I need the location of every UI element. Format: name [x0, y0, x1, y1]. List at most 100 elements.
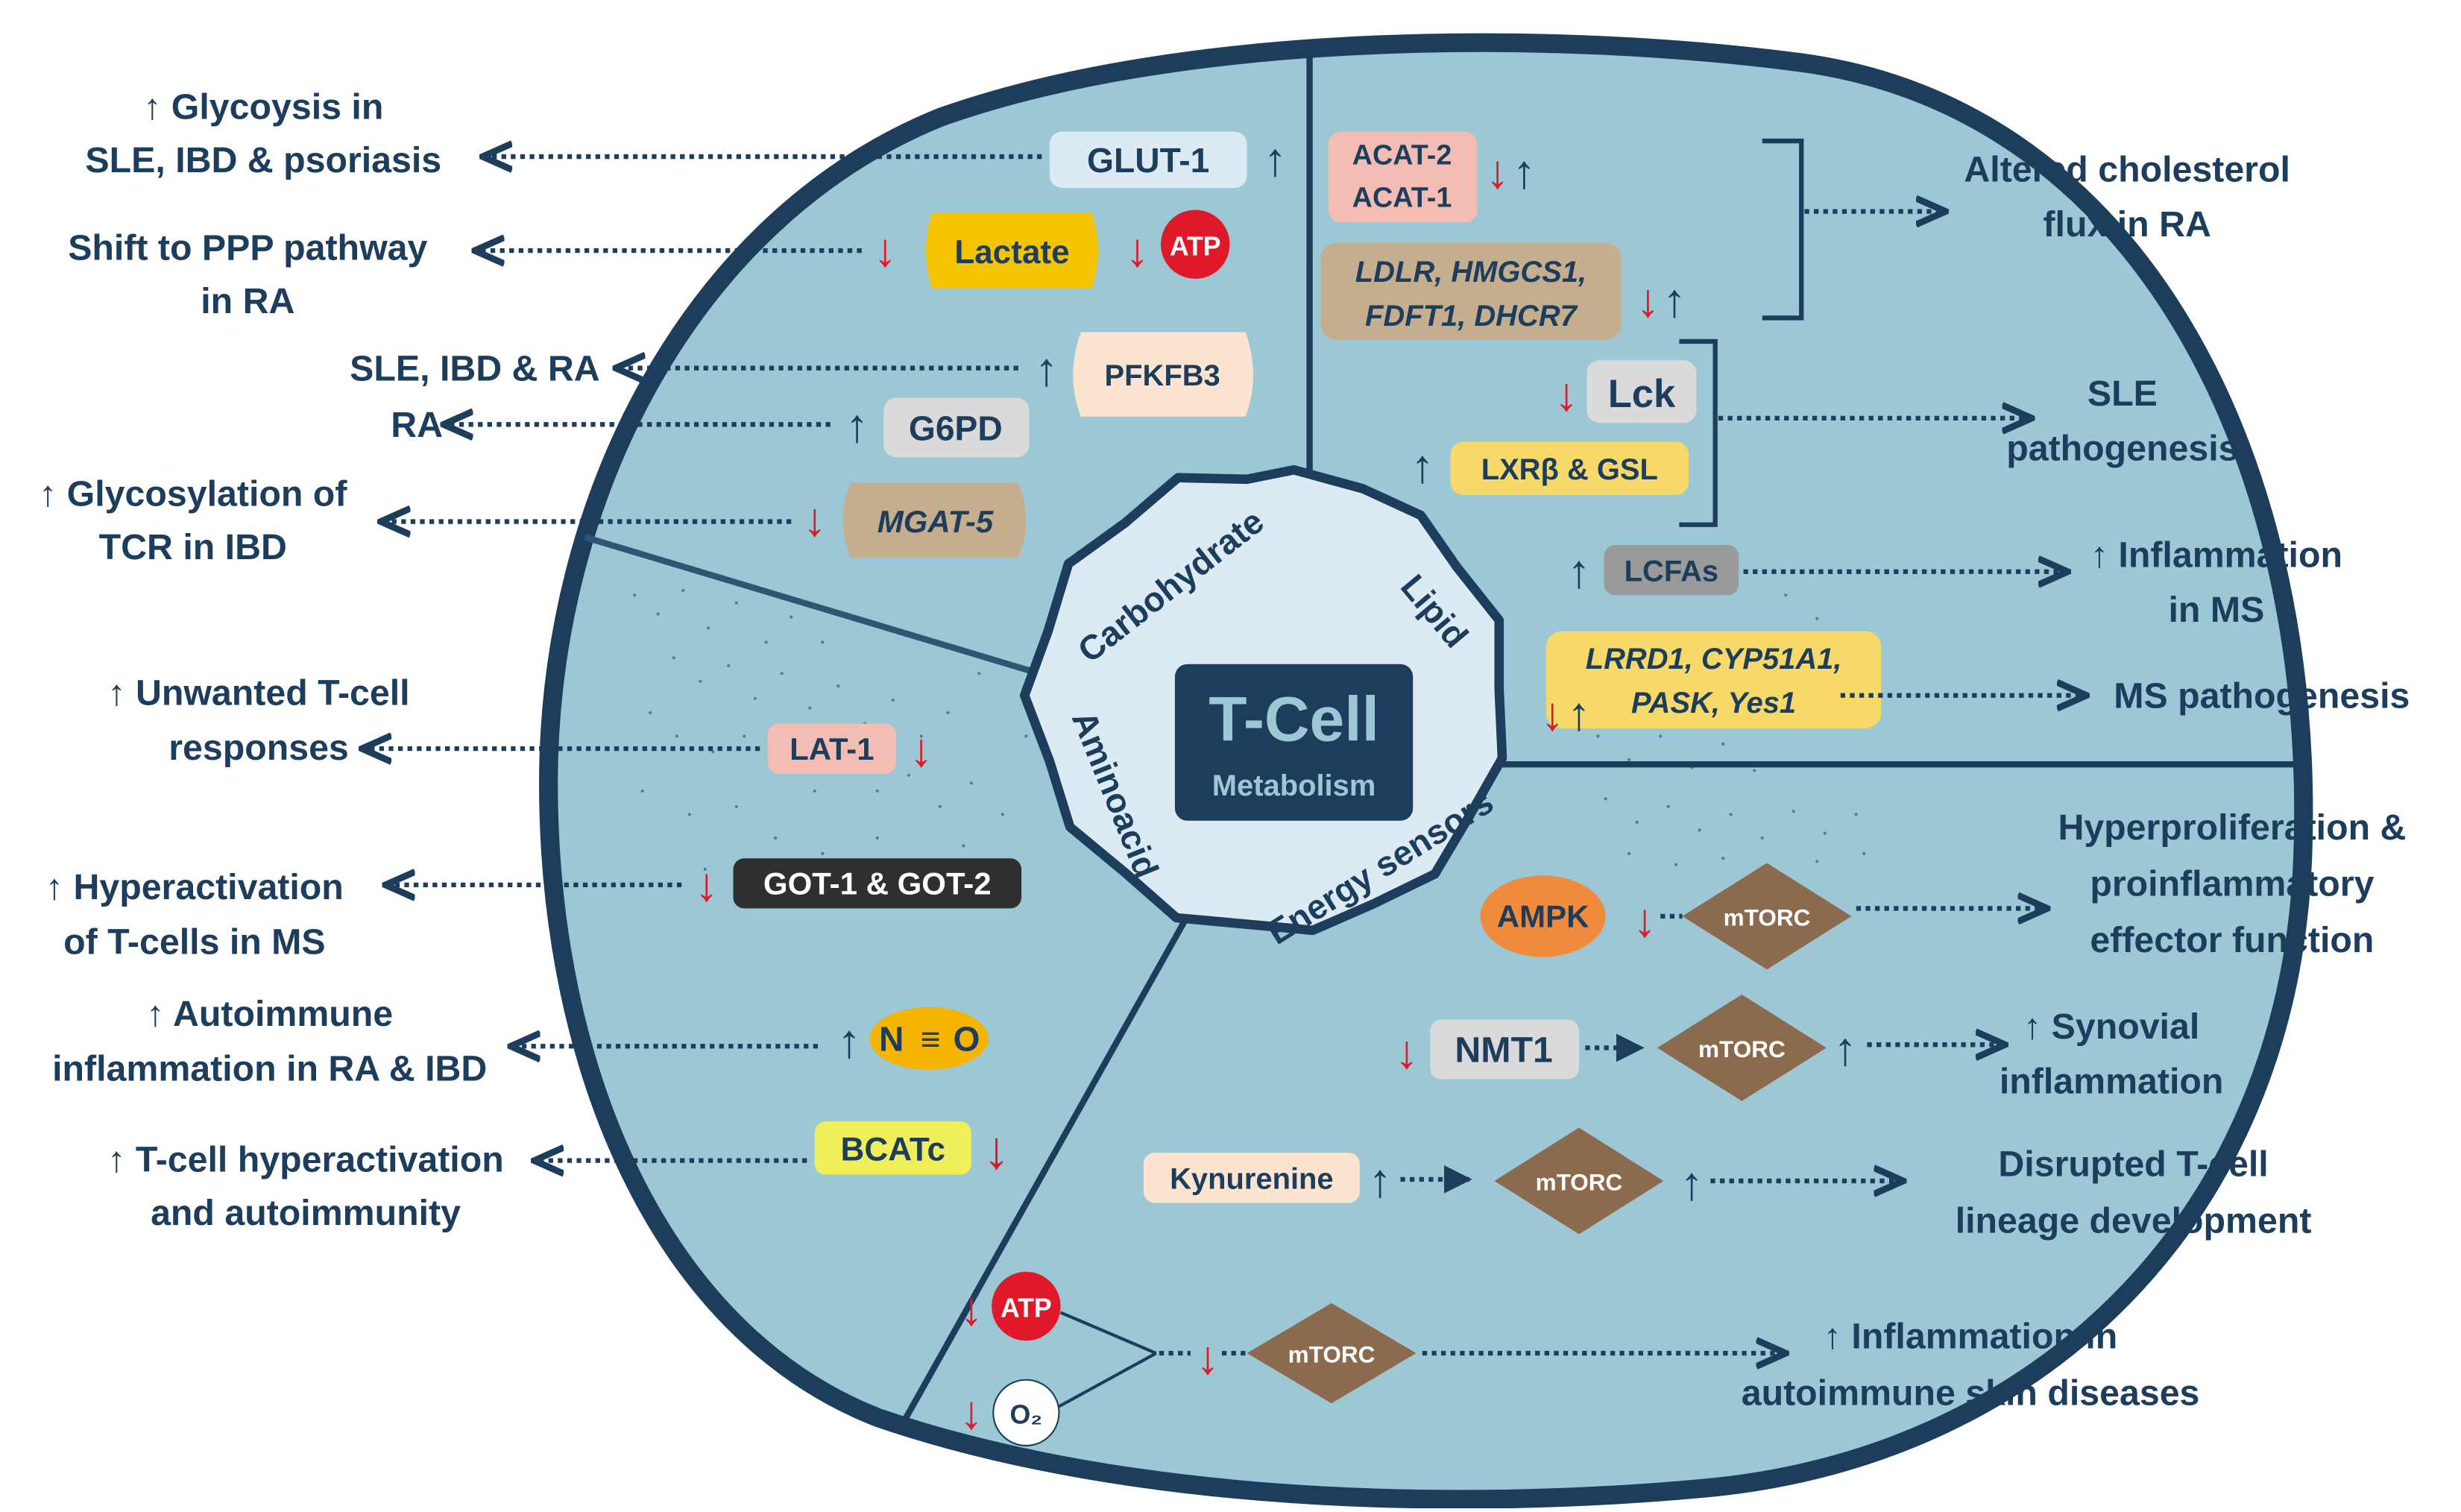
got-node [733, 858, 1022, 909]
mtorc-label-4: mTORC [1288, 1341, 1376, 1368]
mtorc4-down-arrow: ↓ [1196, 1332, 1220, 1384]
acat-up-arrow: ↑ [1513, 146, 1537, 198]
outcome-tcell-hyper-2: and autoimmunity [151, 1193, 461, 1233]
outcome-glycolysis-2: SLE, IBD & psoriasis [85, 140, 441, 180]
bracket-cholesterol [1762, 138, 1804, 321]
ldlr-node [1320, 242, 1622, 340]
acat-node [1328, 131, 1478, 223]
ampk-node [1480, 875, 1606, 957]
outcome-sle-path-1: SLE [2087, 374, 2158, 414]
outcome-glycosylation-1: ↑ Glycosylation of [39, 474, 347, 514]
lck-down-arrow: ↓ [1554, 368, 1578, 420]
outcome-inflammation-ms-1: ↑ Inflammation [2090, 535, 2342, 575]
o2-label: O₂ [1010, 1400, 1043, 1430]
mtorc-label-3: mTORC [1536, 1169, 1623, 1196]
lck-label: Lck [1608, 372, 1676, 416]
kynurenine-up-arrow: ↑ [1368, 1155, 1392, 1207]
outcome-ra: RA [391, 405, 443, 445]
bracket-sle [1679, 338, 1718, 527]
right-outcomes: Altered cholesterol flux in RA SLE patho… [1742, 150, 2410, 1414]
outcome-lineage-1: Disrupted T-cell [1998, 1144, 2268, 1185]
lat1-node [767, 723, 896, 774]
lxrb-label: LXRβ & GSL [1481, 453, 1658, 486]
pfkfb3-label: PFKFB3 [1105, 359, 1220, 392]
atp-node-top [1161, 210, 1230, 279]
outcome-cholesterol-1: Altered cholesterol [1964, 150, 2290, 190]
ampk-label: AMPK [1497, 899, 1589, 934]
lcfas-up-arrow: ↑ [1567, 546, 1591, 598]
lrrd1-up-arrow: ↑ [1567, 688, 1591, 740]
g6pd-node [883, 397, 1030, 458]
acat2-label: ACAT-2 [1352, 140, 1452, 171]
mgat5-node [842, 482, 1027, 558]
no-bond-label: ≡ [921, 1020, 941, 1059]
outcome-skin-2: autoimmune skin diseases [1742, 1373, 2200, 1413]
outcome-skin-1: ↑ Inflammation in [1824, 1317, 2117, 1357]
bcatc-label: BCATc [841, 1132, 946, 1168]
ldlr-line2: FDFT1, DHCR7 [1365, 300, 1578, 333]
lck-node [1586, 360, 1697, 423]
got-down-arrow: ↓ [695, 859, 719, 911]
no-right-label: O [954, 1020, 980, 1059]
g6pd-up-arrow: ↑ [845, 400, 869, 452]
mtorc3-up-arrow: ↑ [1680, 1158, 1704, 1210]
outcome-sle-path-2: pathogenesis [2006, 429, 2238, 469]
speckle-texture-left [633, 588, 1028, 903]
o2-node [992, 1379, 1060, 1447]
right-arrows [1422, 212, 2084, 1353]
lxrb-node [1450, 441, 1689, 495]
lactate-label: Lactate [954, 234, 1069, 271]
lrrd1-node [1545, 631, 1882, 728]
outcome-autoimmune-2: inflammation in RA & IBD [52, 1049, 487, 1089]
acat-down-arrow: ↓ [1486, 146, 1510, 198]
outcome-ppp-2: in RA [201, 281, 294, 321]
pfkfb3-up-arrow: ↑ [1035, 344, 1059, 396]
mtorc-diamond-4 [1247, 1302, 1417, 1404]
glut1-label: GLUT-1 [1087, 141, 1209, 180]
no-up-arrow: ↑ [837, 1015, 861, 1068]
outcome-synovial-2: inflammation [2000, 1061, 2224, 1101]
mgat5-down-arrow: ↓ [803, 494, 827, 546]
kynurenine-label: Kynurenine [1170, 1162, 1334, 1195]
g6pd-label: G6PD [909, 409, 1003, 447]
outcome-autoimmune-1: ↑ Autoimmune [146, 994, 393, 1034]
mgat5-label: MGAT-5 [877, 504, 994, 539]
outcome-ms-path: MS pathogenesis [2114, 676, 2410, 716]
center-subtitle: Metabolism [1212, 769, 1376, 802]
lrrd1-down-arrow: ↓ [1540, 688, 1564, 740]
ldlr-up-arrow: ↑ [1663, 274, 1686, 327]
mtorc-diamond-3 [1494, 1127, 1664, 1235]
atp-label-bottom: ATP [1001, 1294, 1052, 1323]
outcome-cholesterol-2: flux in RA [2043, 204, 2211, 245]
glut1-node [1049, 131, 1247, 189]
lcfas-label: LCFAs [1625, 555, 1718, 588]
left-arrows [365, 157, 1042, 1161]
lactate-down-arrow: ↓ [874, 224, 898, 277]
mtorc2-up-arrow: ↑ [1833, 1023, 1857, 1075]
bcatc-node [814, 1121, 971, 1175]
outcome-lineage-2: lineage development [1956, 1200, 2312, 1241]
lactate-node [925, 212, 1098, 289]
acat1-label: ACAT-1 [1352, 182, 1452, 213]
left-outcomes: ↑ Glycoysis in SLE, IBD & psoriasis Shif… [39, 87, 599, 1233]
got-label: GOT-1 & GOT-2 [763, 866, 992, 901]
o2-connector [1058, 1352, 1157, 1408]
lat1-label: LAT-1 [790, 731, 875, 766]
atp-down-arrow: ↓ [1126, 224, 1150, 277]
outcome-sle-ibd-ra: SLE, IBD & RA [350, 348, 599, 388]
outcome-unwanted-2: responses [168, 728, 349, 768]
outcome-unwanted-1: ↑ Unwanted T-cell [107, 672, 409, 713]
atp-node-bottom [992, 1271, 1061, 1341]
outcome-glycolysis-1: ↑ Glycoysis in [143, 87, 383, 127]
center-box [1174, 664, 1414, 821]
pfkfb3-node [1073, 332, 1253, 417]
ampk-down-arrow: ↓ [1633, 895, 1657, 947]
atp-bottom-down-arrow: ↓ [959, 1283, 983, 1335]
glut1-up-arrow: ↑ [1264, 133, 1288, 186]
lrrd1-line1: LRRD1, CYP51A1, [1586, 643, 1842, 675]
atp-label-top: ATP [1170, 231, 1221, 261]
atp-connector [1059, 1311, 1157, 1355]
lrrd1-line2: PASK, Yes1 [1631, 687, 1796, 719]
